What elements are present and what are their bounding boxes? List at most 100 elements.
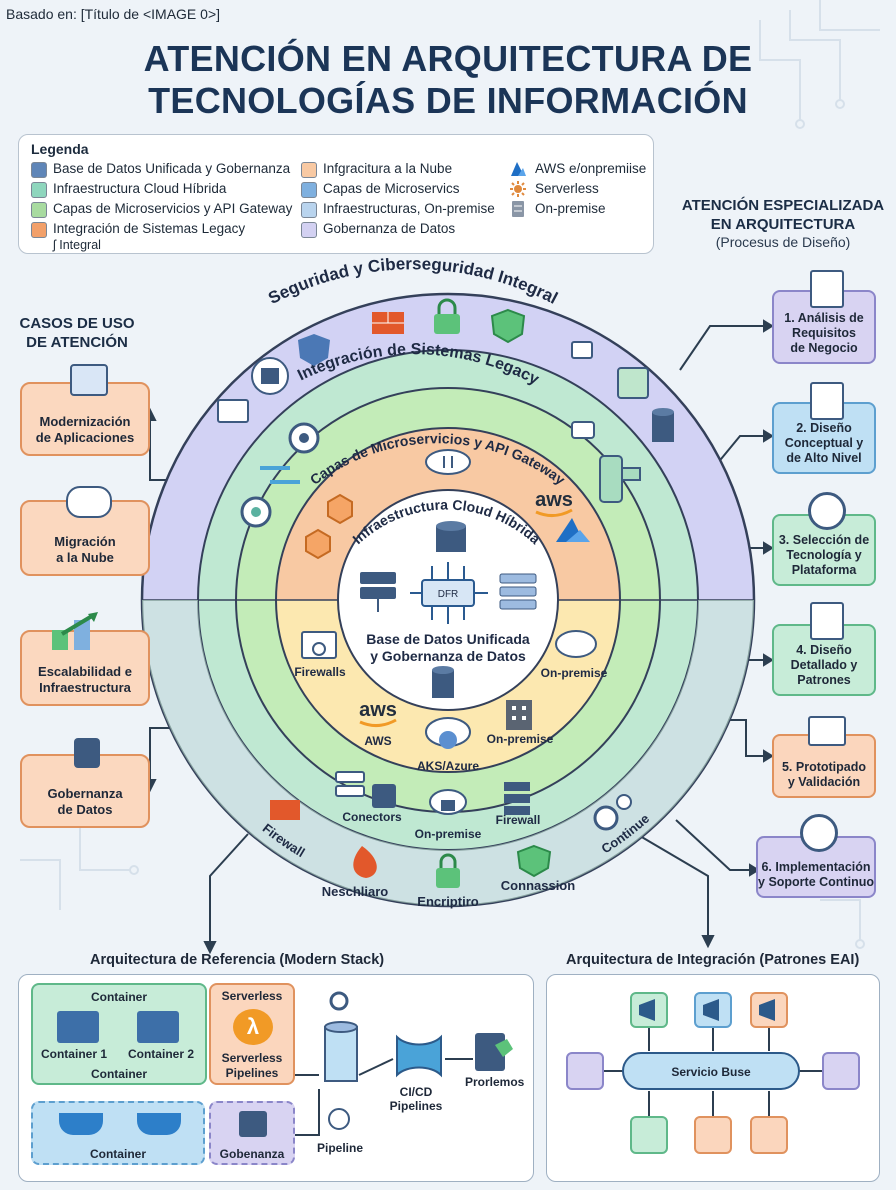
case-label-2a: Migración [54,534,116,549]
code-window-icon [217,399,249,423]
case-label-3b: Infraestructura [39,680,131,695]
integration-arch-panel: Servicio Buse [546,974,880,1182]
process-title-2: EN ARQUITECTURA [710,216,856,233]
flow-icon-3 [750,1116,788,1154]
container-top-label: Container [90,990,147,1004]
step-3-line-3: Plataforma [791,563,857,577]
prorlemos-database-icon [475,1033,505,1071]
server-icon [512,201,524,217]
step-2-line-3: de Alto Nivel [786,451,862,465]
page-title-line2: TECNOLOGÍAS DE INFORMACIÓN [148,80,748,121]
step-1-line-1: 1. Análisis de [784,311,864,325]
cloud-server-icon [66,486,112,518]
core-chip-icon: DFR [410,562,488,624]
legend-item-8: Gobernanza de Datos [323,221,456,236]
legend-item-1: Base de Datos Unificada y Gobernanza [53,161,291,176]
container-1-label: Container 1 [40,1047,107,1061]
aws-smile-upper [535,508,573,517]
service-bus-shape [622,1052,800,1090]
docker-group[interactable]: Container [31,1101,205,1165]
growth-chart-icon [52,612,98,650]
step-1-line-3: de Negocio [790,341,858,355]
document-search-icon [810,602,844,640]
ring-label-onprem-2: On-premise [487,732,554,746]
lock-icon-low [436,853,460,888]
container-group[interactable]: Container Container 1 Container 2 Contai… [31,983,207,1085]
serverless-group[interactable]: Serverless λ Serverless Pipelines [209,983,295,1085]
pipeline-diagram [295,991,513,1136]
ring-label-conectors: Conectors [342,810,402,824]
case-label-4b: de Datos [57,802,113,817]
step-4-line-3: Patrones [797,673,851,687]
reference-arch-panel: Container Container 1 Container 2 Contai… [18,974,534,1182]
serverless-label: Serverless [221,989,283,1003]
gobernanza-group[interactable]: Gobenanza [209,1101,295,1165]
legend-swatch-5 [301,162,317,178]
pipeline-database-icon [324,1026,358,1082]
docker-label: Container [89,1147,146,1161]
legend-swatch-3 [31,202,47,218]
step-4-line-1: 4. Diseño [796,643,852,657]
prorlemos-label: Prorlemos [465,1075,525,1089]
network-hexagon-icon [327,493,353,525]
ring-label-connassion: Connassion [501,878,575,893]
plug-icon [571,421,595,439]
ring-label-onprem-3: On-premise [415,827,482,841]
step-1-line-2: Requisitos [792,326,856,340]
case-label-1a: Modernización [39,414,131,429]
legend-swatch-7 [301,202,317,218]
azure-logo-icon [556,518,590,542]
firewall-window-icon [301,631,337,659]
ring-label-onprem-1: On-premise [541,666,608,680]
cloud-lock-icon [429,789,467,815]
cloud-sync-icon [425,449,471,475]
legend-item-11: On-premise [535,201,606,216]
serverless-pipelines-label-1: Serverless [221,1051,283,1065]
core-server-left-icon [360,572,396,612]
legend-item-7: Infraestructuras, On-premise [323,201,495,216]
requirements-search-icon [810,270,844,308]
globe-cloud-icon [425,717,471,749]
reference-arch-title: Arquitectura de Referencia (Modern Stack… [90,952,385,968]
pipeline-gears-icon [329,991,349,1011]
firewall-server-icon [504,782,530,815]
legend-item-9: AWS e/onpremiise [535,161,647,176]
firewall-brick-icon-low [270,800,300,820]
serverless-pipelines-label-2: Pipelines [225,1066,279,1080]
legend-swatch-6 [301,182,317,198]
swap-arrows-icon [260,466,300,484]
eai-diagram [566,992,860,1154]
core-label-1: Base de Datos Unificada [366,631,530,647]
database-cycle-icon [74,738,100,768]
chip-icon [617,367,649,399]
doc-icon-left [566,1052,604,1090]
page-title-line1: ATENCIÓN EN ARQUITECTURA DE [143,38,753,79]
docker-whale-icon-1 [59,1113,103,1135]
step-2-line-2: Conceptual y [784,436,864,450]
container-1-icon [57,1011,99,1043]
docker-whale-icon-2 [137,1113,181,1135]
ring-label-aws: AWS [364,734,391,748]
step-3-line-2: Tecnología y [786,548,862,562]
pipeline-node-icon [328,1108,350,1130]
lock-network-icon [571,341,593,359]
network-hexagon-icon-2 [305,528,331,560]
core-chip-label: DFR [438,589,459,600]
container-2-label: Container 2 [127,1047,194,1061]
ring-label-firewall-inner: Firewall [496,813,541,827]
integration-arch-title: Arquitectura de Integración (Patrones EA… [566,952,860,968]
step-6-line-2: y Soporte Continuo [758,875,874,889]
legend-title: Legenda [31,141,89,157]
case-label-1b: de Aplicaciones [35,430,135,445]
